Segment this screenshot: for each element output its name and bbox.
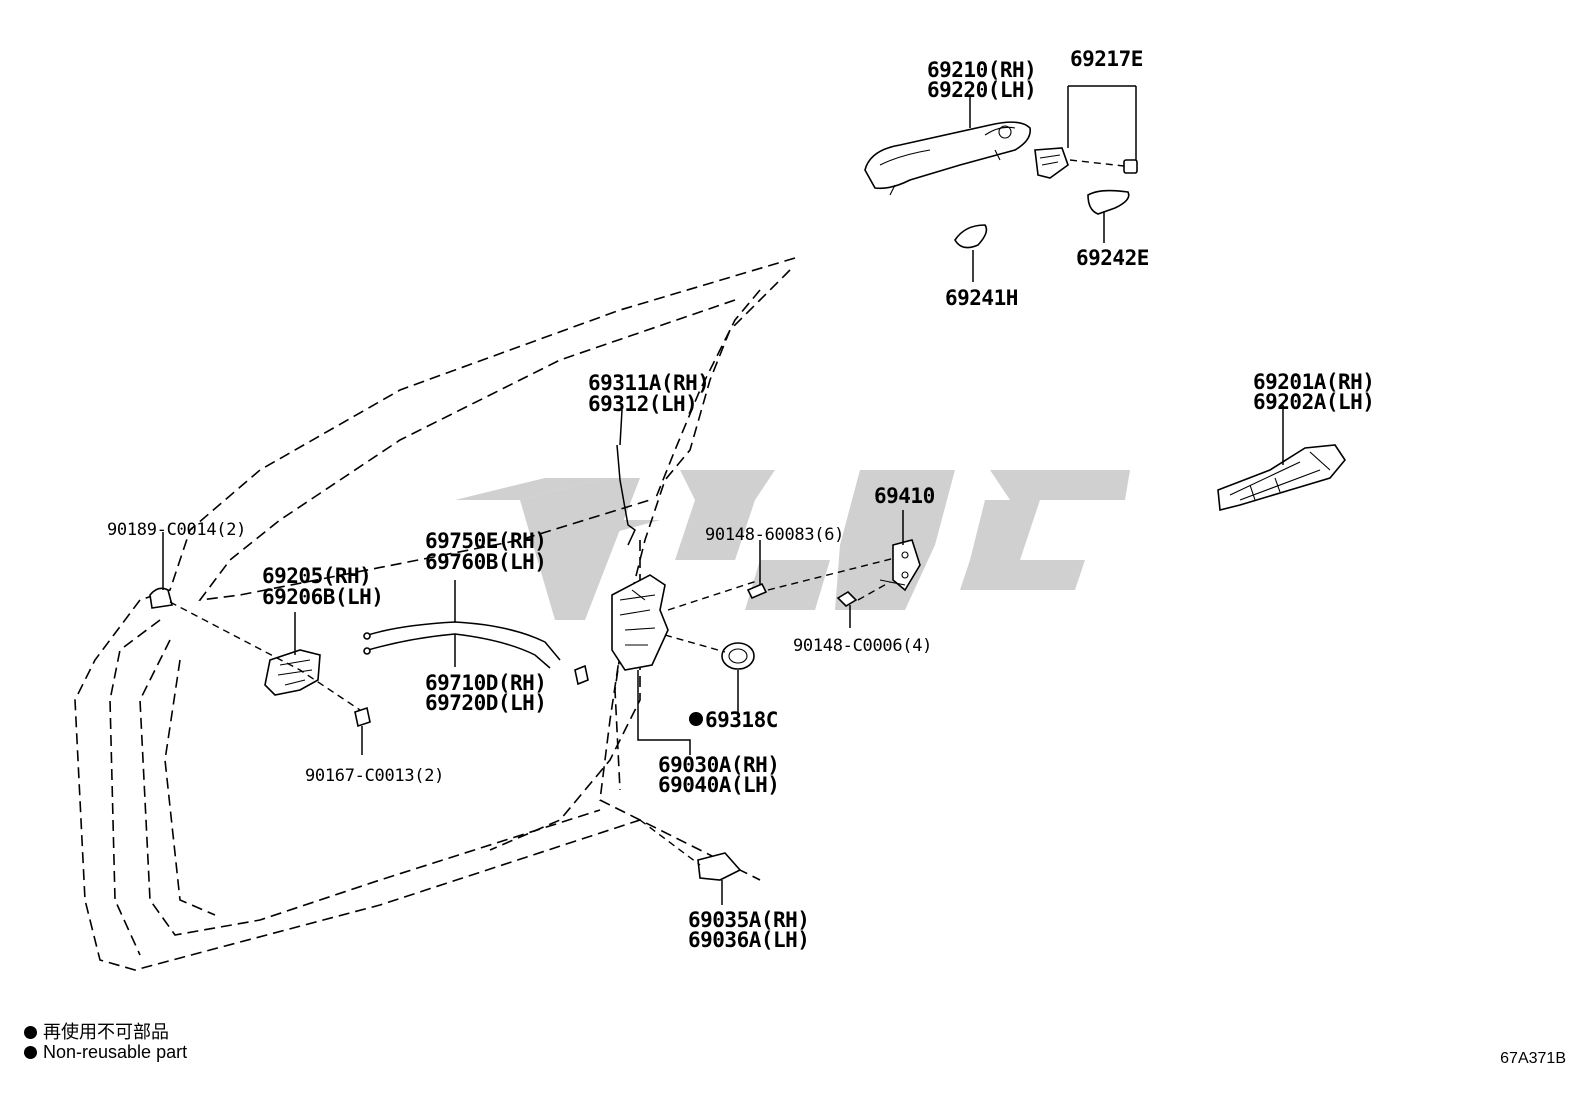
label-69210: 69210(RH) (927, 58, 1036, 82)
legend-non-reusable-en: Non-reusable part (24, 1042, 187, 1063)
label-69035a: 69035A(RH) (688, 908, 809, 932)
door-lock[interactable] (611, 574, 669, 671)
dashed-connectors (169, 159, 1125, 866)
screw-90167[interactable] (354, 706, 371, 728)
label-69241h: 69241H (945, 286, 1018, 310)
non-reusable-dot-icon (24, 1046, 37, 1059)
door-outline (74, 257, 796, 971)
label-69220: 69220(LH) (927, 78, 1036, 102)
clip-90189[interactable] (149, 587, 174, 609)
non-reusable-dot-icon (24, 1026, 37, 1039)
label-69242e: 69242E (1076, 246, 1149, 270)
label-69202a: 69202A(LH) (1253, 390, 1374, 414)
label-90189-c0014: 90189-C0014(2) (107, 520, 246, 540)
label-69720d: 69720D(LH) (425, 691, 546, 715)
label-69040a: 69040A(LH) (658, 773, 779, 797)
screw-90148-60083[interactable] (746, 582, 768, 600)
legend-text-ja: 再使用不可部品 (43, 1022, 169, 1042)
cable-assembly[interactable] (363, 621, 589, 686)
outer-handle[interactable] (864, 121, 1032, 196)
striker[interactable] (879, 539, 921, 592)
legend-non-reusable-ja: 再使用不可部品 (24, 1018, 169, 1044)
label-69030a: 69030A(RH) (658, 753, 779, 777)
lock-rod[interactable] (616, 444, 636, 546)
non-reusable-dot-icon (689, 712, 703, 726)
handle-frame[interactable] (1217, 444, 1346, 512)
part-labels: 69210(RH) 69220(LH) 69217E 69242E 69241H… (107, 47, 1375, 952)
label-90167-c0013: 90167-C0013(2) (305, 766, 444, 786)
label-69760b: 69760B(LH) (425, 550, 546, 574)
diagram-code: 67A371B (1500, 1050, 1566, 1067)
lock-cover[interactable] (697, 852, 742, 881)
leader-lines (162, 85, 1284, 905)
inside-handle[interactable] (264, 649, 321, 696)
label-69410: 69410 (874, 484, 935, 508)
label-90148-60083: 90148-60083(6) (705, 525, 844, 545)
label-69205: 69205(RH) (262, 564, 371, 588)
label-90148-c0006: 90148-C0006(4) (793, 636, 932, 656)
label-69311a: 69311A(RH) (588, 371, 709, 395)
label-69217e: 69217E (1070, 47, 1143, 71)
label-69206b: 69206B(LH) (262, 585, 383, 609)
label-69312: 69312(LH) (588, 392, 697, 416)
screw-90148-c0006[interactable] (836, 590, 858, 608)
pad-69241h[interactable] (954, 224, 988, 249)
seal[interactable] (721, 642, 755, 670)
pad-69242e[interactable] (1087, 189, 1130, 215)
label-69750e: 69750E(RH) (425, 529, 546, 553)
legend-text-en: Non-reusable part (43, 1042, 188, 1062)
cap-part[interactable] (1034, 147, 1138, 179)
label-69036a: 69036A(LH) (688, 928, 809, 952)
label-69318c: 69318C (705, 708, 778, 732)
label-69201a: 69201A(RH) (1253, 370, 1374, 394)
label-69710d: 69710D(RH) (425, 671, 546, 695)
watermark-logo (455, 470, 1130, 620)
